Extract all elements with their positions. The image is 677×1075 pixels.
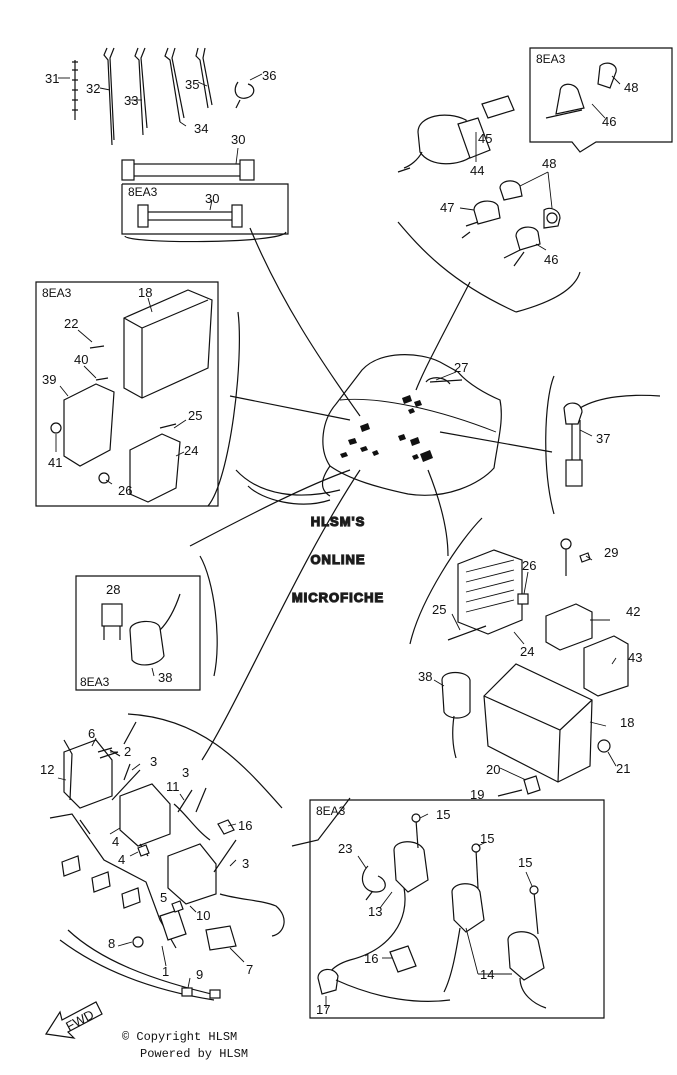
callout-33: 33 bbox=[124, 93, 138, 108]
callout-26-a: 26 bbox=[118, 483, 132, 498]
watermark-line-3: MICROFICHE bbox=[292, 590, 384, 605]
callout-38-b: 38 bbox=[418, 669, 432, 684]
callout-48-a: 48 bbox=[624, 80, 638, 95]
callout-4-b: 4 bbox=[118, 852, 125, 867]
callout-44: 44 bbox=[470, 163, 484, 178]
callout-17: 17 bbox=[316, 1002, 330, 1017]
variant-label-cdi: 8EA3 bbox=[42, 286, 72, 300]
watermark-line-1: HLSM'S bbox=[311, 514, 366, 529]
callout-36: 36 bbox=[262, 68, 276, 83]
callout-18-b: 18 bbox=[620, 715, 634, 730]
copyright-text: © Copyright HLSM bbox=[122, 1030, 238, 1044]
callout-11: 11 bbox=[166, 779, 180, 794]
callout-40: 40 bbox=[74, 352, 88, 367]
variant-label-switch: 8EA3 bbox=[536, 52, 566, 66]
callout-4-a: 4 bbox=[112, 834, 119, 849]
callout-24-a: 24 bbox=[184, 443, 198, 458]
callout-25-b: 25 bbox=[432, 602, 446, 617]
condenser-group bbox=[75, 555, 218, 691]
callout-12: 12 bbox=[40, 762, 54, 777]
callout-8: 8 bbox=[108, 936, 115, 951]
callout-15-c: 15 bbox=[518, 855, 532, 870]
fwd-arrow-icon: FWD bbox=[44, 1001, 103, 1039]
callout-32: 32 bbox=[86, 81, 100, 96]
callout-48-b: 48 bbox=[542, 156, 556, 171]
callout-46-a: 46 bbox=[602, 114, 616, 129]
callout-6: 6 bbox=[88, 726, 95, 741]
callout-16-b: 16 bbox=[364, 951, 378, 966]
callout-2: 2 bbox=[124, 744, 131, 759]
ignition-coil-variant-group bbox=[291, 797, 605, 1019]
powered-by-text: Powered by HLSM bbox=[140, 1047, 249, 1061]
callout-41: 41 bbox=[48, 455, 62, 470]
callout-15-b: 15 bbox=[480, 831, 494, 846]
callout-22: 22 bbox=[64, 316, 78, 331]
rectifier-regulator-group bbox=[409, 517, 629, 797]
callout-23: 23 bbox=[338, 841, 352, 856]
callout-3-c: 3 bbox=[242, 856, 249, 871]
callout-7: 7 bbox=[246, 962, 253, 977]
ignition-coil-group bbox=[49, 713, 285, 1001]
callout-19: 19 bbox=[470, 787, 484, 802]
callout-labels: 31 32 33 34 35 36 30 30 48 46 45 44 48 4… bbox=[40, 68, 642, 1017]
callout-30-a: 30 bbox=[231, 132, 245, 147]
callout-28: 28 bbox=[106, 582, 120, 597]
callout-16-a: 16 bbox=[238, 818, 252, 833]
cable-tie-group bbox=[58, 47, 289, 243]
callout-46-b: 46 bbox=[544, 252, 558, 267]
callout-10: 10 bbox=[196, 908, 210, 923]
callout-47: 47 bbox=[440, 200, 454, 215]
callout-5: 5 bbox=[160, 890, 167, 905]
callout-26-b: 26 bbox=[522, 558, 536, 573]
callout-38-a: 38 bbox=[158, 670, 172, 685]
variant-label-tie: 8EA3 bbox=[128, 185, 158, 199]
callout-3-b: 3 bbox=[182, 765, 189, 780]
callout-31: 31 bbox=[45, 71, 59, 86]
callout-15-a: 15 bbox=[436, 807, 450, 822]
callout-29: 29 bbox=[604, 545, 618, 560]
callout-1: 1 bbox=[162, 964, 169, 979]
callout-30-b: 30 bbox=[205, 191, 219, 206]
callout-45: 45 bbox=[478, 131, 492, 146]
callout-35: 35 bbox=[185, 77, 199, 92]
callout-20: 20 bbox=[486, 762, 500, 777]
variant-label-coil: 8EA3 bbox=[316, 804, 346, 818]
callout-27: 27 bbox=[454, 360, 468, 375]
callout-42: 42 bbox=[626, 604, 640, 619]
callout-39: 39 bbox=[42, 372, 56, 387]
callout-25-a: 25 bbox=[188, 408, 202, 423]
callout-21: 21 bbox=[616, 761, 630, 776]
callout-3-a: 3 bbox=[150, 754, 157, 769]
callout-13: 13 bbox=[368, 904, 382, 919]
callout-9: 9 bbox=[196, 967, 203, 982]
callout-43: 43 bbox=[628, 650, 642, 665]
fwd-label: FWD bbox=[63, 1007, 96, 1034]
stop-switch-group bbox=[545, 375, 661, 515]
cdi-unit-group bbox=[35, 281, 240, 507]
callout-18-a: 18 bbox=[138, 285, 152, 300]
variant-label-condenser: 8EA3 bbox=[80, 675, 110, 689]
callout-37: 37 bbox=[596, 431, 610, 446]
callout-34: 34 bbox=[194, 121, 208, 136]
watermark-line-2: ONLINE bbox=[310, 552, 365, 567]
callout-14: 14 bbox=[480, 967, 494, 982]
center-hull-group bbox=[189, 227, 553, 761]
callout-24-b: 24 bbox=[520, 644, 534, 659]
main-switch-group bbox=[397, 47, 673, 313]
